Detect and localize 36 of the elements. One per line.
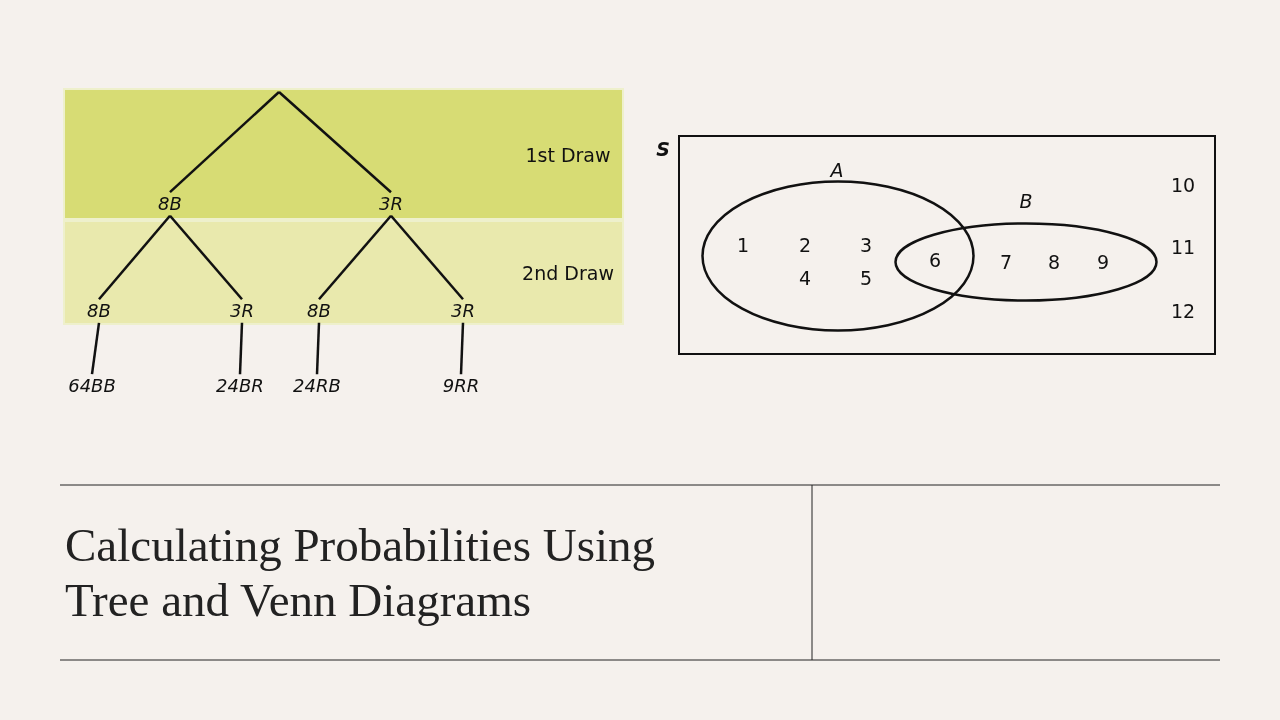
element-number: 11 [1170,235,1196,259]
band [63,220,624,325]
branch-label: 9RR [442,375,480,397]
element-number: 7 [999,250,1013,274]
branch-line [169,215,243,300]
element-number: 10 [1170,173,1196,197]
branch-label: 8B [87,300,111,322]
element-number: 9 [1096,250,1110,274]
branch-label: 24RB [293,375,341,397]
branch-label: 8B [307,300,331,322]
branch-line [390,215,464,300]
branch-line [98,215,171,300]
branch-line [169,91,280,194]
branch-label: 3R [230,300,254,322]
element-number: 12 [1170,299,1196,323]
branch-label: 64BB [68,375,116,397]
element-number: 5 [859,266,873,290]
branch-label: 3R [451,300,475,322]
element-number: 3 [859,233,873,257]
branch-line [318,215,392,300]
element-number: 8 [1047,250,1061,274]
set-label: B [1019,189,1033,213]
branch-label: 24BR [216,375,264,397]
element-number: 2 [798,233,812,257]
title: Calculating Probabilities Using Tree and Venn Diagrams [65,518,657,628]
branch-label: 8B [158,193,182,215]
element-number: 1 [736,233,750,257]
branch-line [278,91,392,194]
level-label: 2nd Draw [522,261,614,285]
branch-label: 3R [379,193,403,215]
level-label: 1st Draw [525,143,611,167]
element-number: 6 [928,248,942,272]
band [63,88,624,220]
element-number: 4 [798,266,812,290]
set-label: A [830,158,844,182]
set-label: S [656,137,670,161]
